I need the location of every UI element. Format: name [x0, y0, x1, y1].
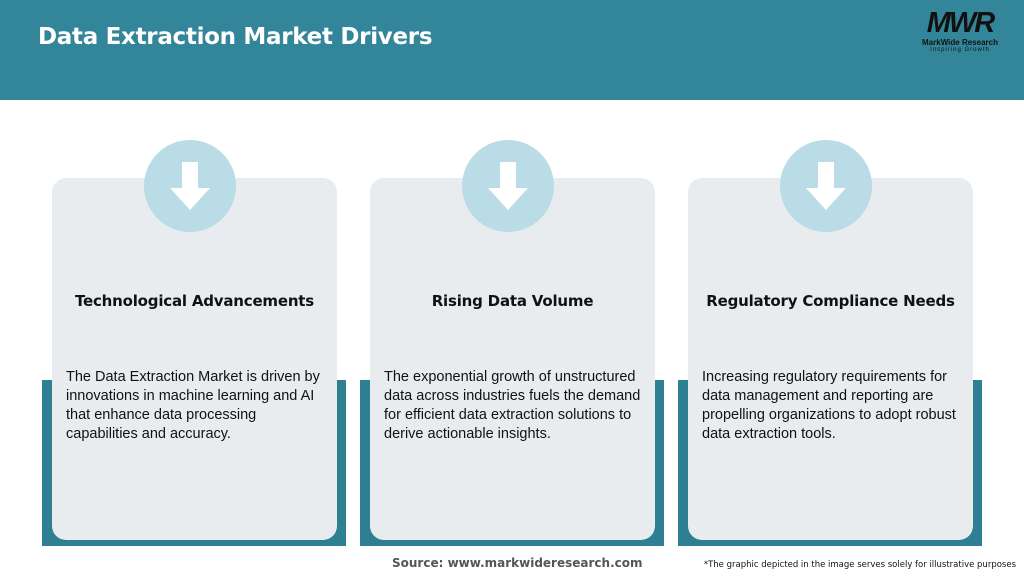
- driver-card-technological: Technological Advancements The Data Extr…: [42, 140, 356, 550]
- card-heading: Rising Data Volume: [431, 292, 594, 310]
- card-panel: Technological Advancements The Data Extr…: [52, 178, 337, 540]
- logo-name: MarkWide Research: [922, 38, 998, 47]
- source-credit: Source: www.markwideresearch.com: [392, 556, 643, 570]
- driver-card-data-volume: Rising Data Volume The exponential growt…: [360, 140, 674, 550]
- down-arrow-icon: [462, 140, 554, 232]
- card-heading: Technological Advancements: [74, 292, 315, 310]
- disclaimer-note: *The graphic depicted in the image serve…: [703, 560, 1016, 570]
- down-arrow-icon: [144, 140, 236, 232]
- logo-mark: MWR: [926, 7, 995, 39]
- card-description: Increasing regulatory requirements for d…: [702, 369, 956, 442]
- logo-tagline: Inspiring Growth: [930, 47, 990, 53]
- page-title: Data Extraction Market Drivers: [38, 24, 433, 50]
- company-logo: MWR MarkWide Research Inspiring Growth: [910, 8, 1010, 58]
- down-arrow-icon: [780, 140, 872, 232]
- card-panel: Rising Data Volume The exponential growt…: [370, 178, 655, 540]
- card-heading: Regulatory Compliance Needs: [706, 292, 955, 310]
- card-description: The Data Extraction Market is driven by …: [66, 369, 320, 442]
- driver-card-regulatory: Regulatory Compliance Needs Increasing r…: [678, 140, 992, 550]
- card-panel: Regulatory Compliance Needs Increasing r…: [688, 178, 973, 540]
- header-banner: Data Extraction Market Drivers MWR MarkW…: [0, 0, 1024, 100]
- card-description: The exponential growth of unstructured d…: [384, 369, 641, 442]
